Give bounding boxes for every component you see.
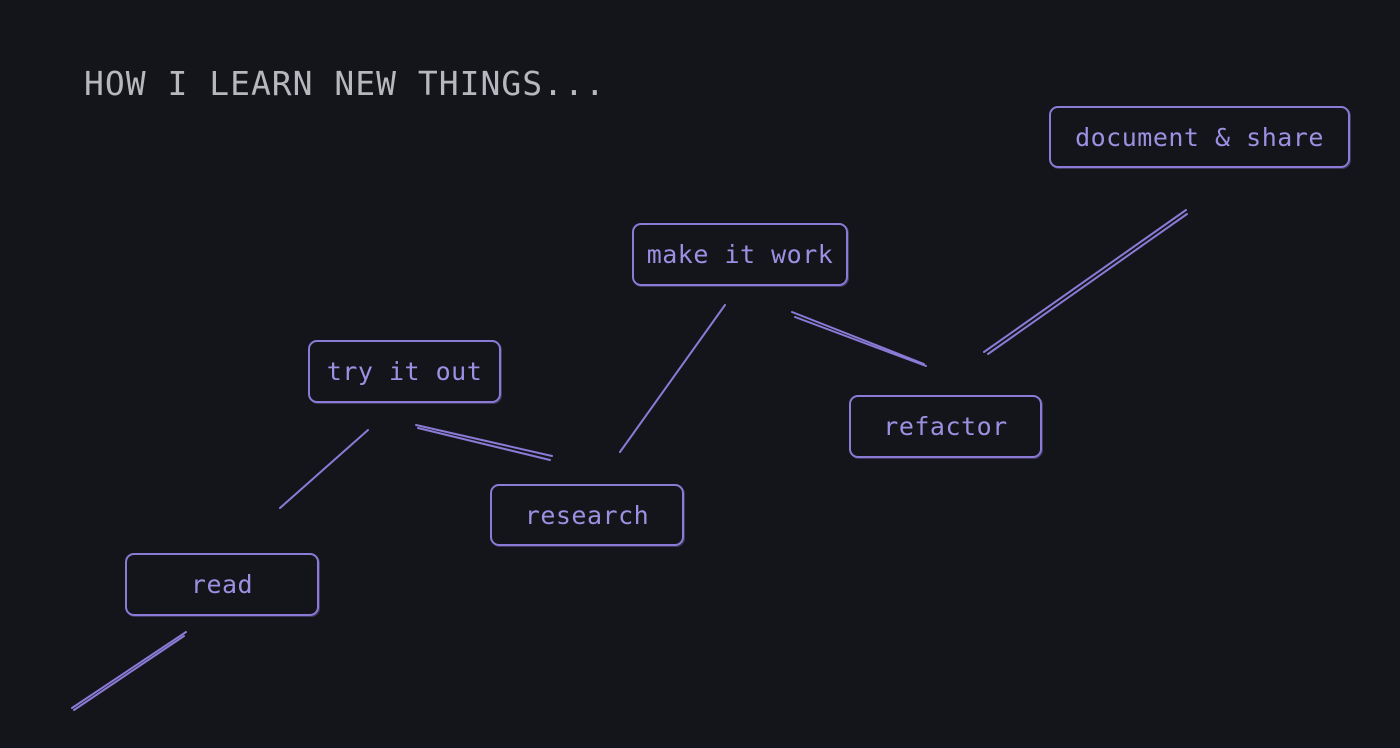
connector-try-it-out-research bbox=[415, 424, 553, 461]
node-document-share[interactable]: document & share bbox=[1049, 106, 1350, 168]
connector-refactor-document bbox=[983, 209, 1188, 355]
node-document-share-label: document & share bbox=[1075, 122, 1324, 152]
node-read[interactable]: read bbox=[125, 553, 319, 616]
node-make-it-work-label: make it work bbox=[646, 240, 834, 269]
node-refactor[interactable]: refactor bbox=[849, 395, 1042, 458]
node-research[interactable]: research bbox=[490, 484, 684, 546]
connector-read-start bbox=[71, 631, 187, 711]
node-read-label: read bbox=[190, 570, 254, 599]
node-try-it-out-label: try it out bbox=[326, 357, 483, 386]
node-research-label: research bbox=[524, 500, 650, 530]
diagram-title: HOW I LEARN NEW THINGS... bbox=[84, 64, 606, 103]
node-refactor-label: refactor bbox=[883, 412, 1008, 441]
connector-make-it-work-refactor bbox=[791, 311, 927, 367]
node-try-it-out[interactable]: try it out bbox=[308, 340, 501, 403]
node-make-it-work[interactable]: make it work bbox=[632, 223, 848, 286]
connector-research-make-it-work bbox=[619, 304, 726, 453]
connector-read-try-it-out bbox=[279, 429, 369, 509]
